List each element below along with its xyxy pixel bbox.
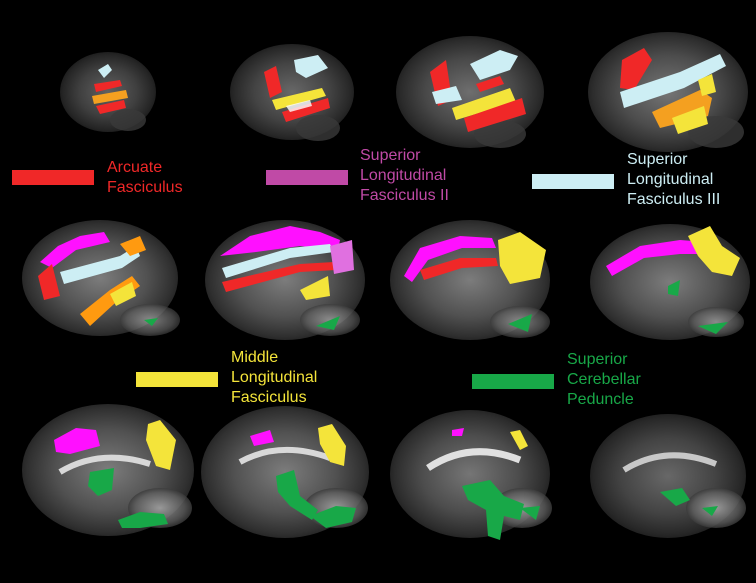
row3-brain-4 — [590, 414, 746, 538]
legend-scp-line-3: Peduncle — [567, 391, 634, 408]
row3-brain-1 — [22, 404, 194, 536]
legend-swatch-arcuate — [12, 170, 94, 185]
legend-swatch-slf3 — [532, 174, 614, 189]
legend-swatch-scp — [472, 374, 554, 389]
legend-mdlf-line-1: Middle — [231, 349, 279, 366]
legend-label-mdlf: Middle Longitudinal Fasciculus — [231, 348, 317, 408]
row2-brain-2 — [205, 220, 365, 340]
legend-arcuate-line-1: Arcuate — [107, 159, 163, 176]
legend-scp-line-1: Superior — [567, 351, 628, 368]
legend-slf3-line-2: Longitudinal — [627, 171, 714, 188]
legend-slf3-line-1: Superior — [627, 151, 688, 168]
legend-label-slf3: Superior Longitudinal Fasciculus III — [627, 150, 720, 210]
row1-brain-1 — [60, 52, 156, 132]
row1-brain-3 — [396, 36, 544, 148]
legend-mdlf-line-3: Fasciculus — [231, 389, 307, 406]
row1-brain-2 — [230, 44, 354, 141]
legend-label-slf2: Superior Longitudinal Fasciculus II — [360, 146, 449, 206]
legend-swatch-slf2 — [266, 170, 348, 185]
legend-arcuate-line-2: Fasciculus — [107, 179, 183, 196]
legend-slf2-line-3: Fasciculus II — [360, 187, 449, 204]
row3-brain-2 — [201, 406, 369, 538]
legend-label-scp: Superior Cerebellar Peduncle — [567, 350, 641, 410]
legend-slf2-line-2: Longitudinal — [360, 167, 447, 184]
legend-slf2-line-1: Superior — [360, 147, 421, 164]
legend-slf3-line-3: Fasciculus III — [627, 191, 721, 208]
legend-mdlf-line-2: Longitudinal — [231, 369, 318, 386]
legend-label-arcuate: Arcuate Fasciculus — [107, 158, 183, 198]
row2-brain-4 — [590, 224, 750, 340]
row2-brain-1 — [22, 220, 180, 336]
legend-swatch-mdlf — [136, 372, 218, 387]
legend-scp-line-2: Cerebellar — [567, 371, 641, 388]
row1-brain-4 — [588, 32, 748, 152]
row3-brain-3 — [390, 410, 552, 540]
row2-brain-3 — [390, 220, 550, 340]
